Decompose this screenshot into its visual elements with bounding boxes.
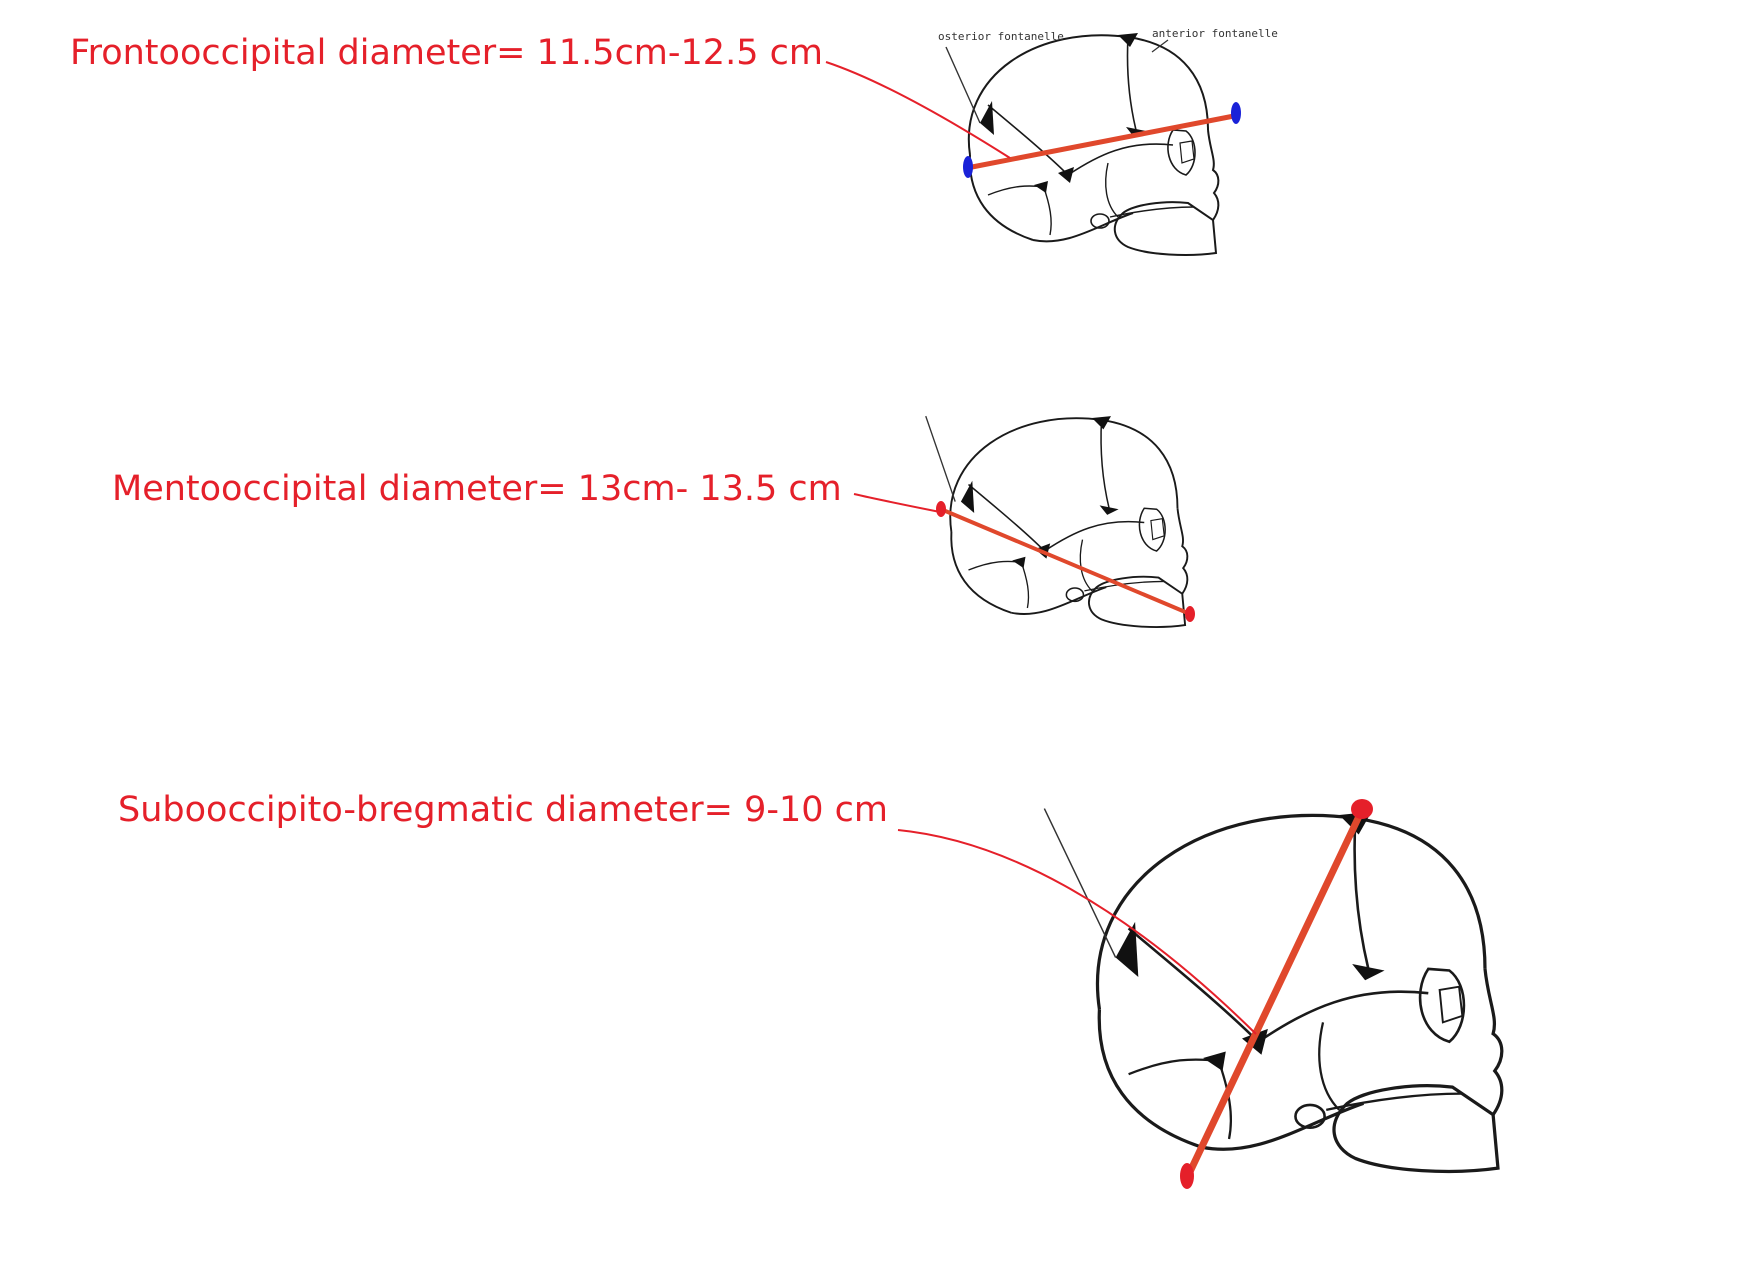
suboccipital-marker: [1180, 1163, 1194, 1189]
frontal-marker: [1231, 102, 1241, 124]
skull-frontooccipital: [945, 32, 1220, 256]
frontooccipital-measure-line: [971, 113, 1235, 170]
skull-suboccipitobregmatic: [1043, 808, 1504, 1174]
frontooccipital-label: Frontooccipital diameter= 11.5cm-12.5 cm: [70, 33, 823, 73]
bregma-marker: [1351, 799, 1373, 819]
mentooccipital-label: Mentooccipital diameter= 13cm- 13.5 cm: [112, 469, 842, 509]
mentooccipital-leader: [853, 493, 941, 513]
anterior-fontanelle-pointer: [1151, 39, 1169, 53]
chin-marker: [1185, 606, 1195, 622]
suboccipitobregmatic-measure-line: [1183, 808, 1366, 1180]
mentooccipital-measure-line: [942, 508, 1191, 616]
suboccipitobregmatic-label: Subooccipito-bregmatic diameter= 9-10 cm: [118, 790, 888, 830]
frontooccipital-leader: [825, 61, 1011, 159]
occiput-marker-2: [936, 501, 946, 517]
skull-mentooccipital: [925, 415, 1189, 628]
posterior-fontanelle-label: osterior fontanelle: [938, 30, 1064, 43]
occiput-marker: [963, 156, 973, 178]
suboccipitobregmatic-leader: [897, 829, 1257, 1035]
anterior-fontanelle-label: anterior fontanelle: [1152, 27, 1278, 40]
